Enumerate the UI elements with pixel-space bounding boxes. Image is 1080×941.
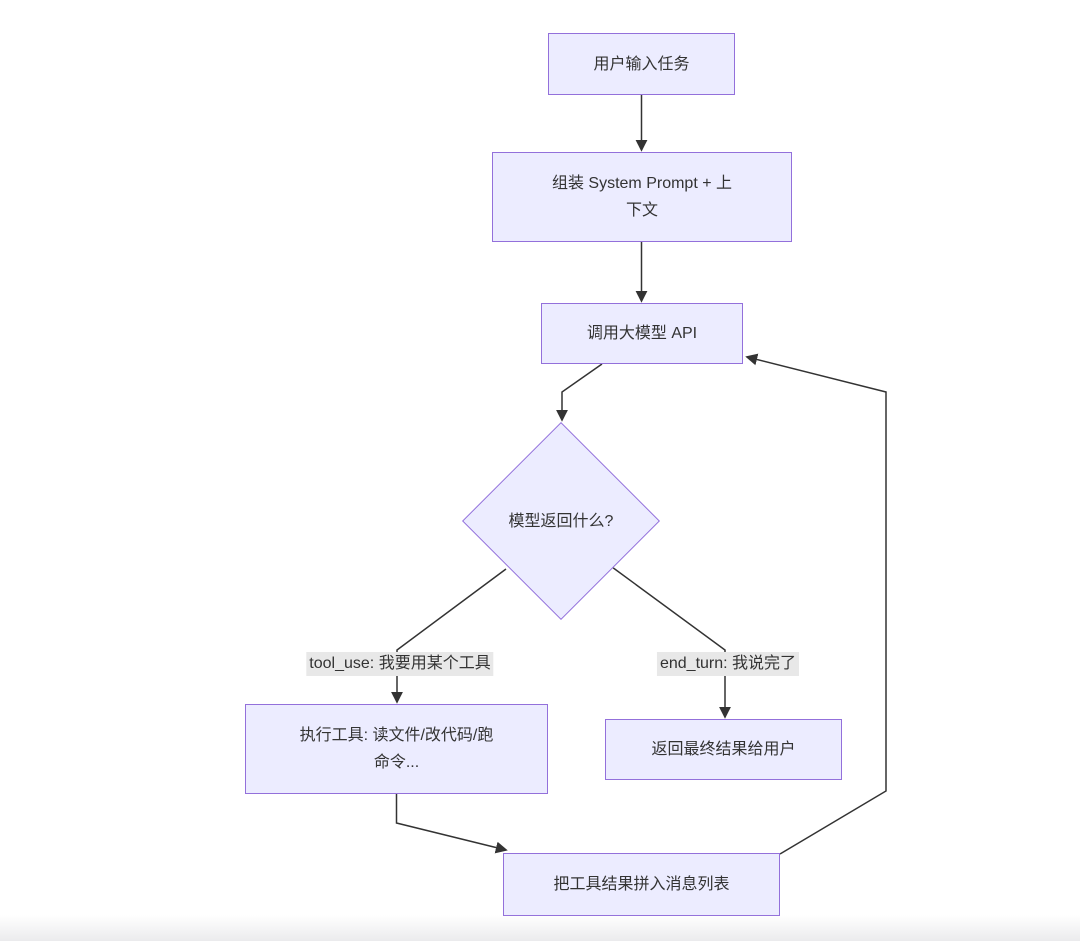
node-user-task-label: 用户输入任务 [593,55,690,73]
edge-label-tool-use: tool_use: 我要用某个工具 [306,652,494,676]
edge-execute-to-append [395,794,508,854]
node-model-decision-label: 模型返回什么? [461,508,661,535]
node-user-task: 用户输入任务 [548,33,735,95]
node-append-message-label: 把工具结果拼入消息列表 [553,876,730,893]
edge-api-to-decision [556,363,603,422]
edge-decision-to-execute [391,568,507,704]
edge-decision-to-return [611,566,731,719]
node-assemble-prompt-label-line1: 组装 System Prompt + 上 [551,175,733,192]
node-return-result-label: 返回最终结果给用户 [651,741,796,758]
edge-label-end-turn: end_turn: 我说完了 [656,652,800,676]
node-execute-tool-label-line2: 命令... [373,754,420,771]
edge-append-to-api [745,353,887,855]
node-model-decision-text: 模型返回什么? [508,513,614,530]
node-execute-tool: 执行工具: 读文件/改代码/跑 命令... [245,704,548,794]
node-return-result: 返回最终结果给用户 [605,719,842,780]
node-append-message: 把工具结果拼入消息列表 [503,853,780,916]
node-assemble-prompt: 组装 System Prompt + 上 下文 [492,152,792,242]
node-execute-tool-label-line1: 执行工具: 读文件/改代码/跑 [299,727,494,744]
node-assemble-prompt-label-line2: 下文 [625,202,658,219]
node-call-llm-api-label: 调用大模型 API [586,325,698,342]
node-call-llm-api: 调用大模型 API [541,303,743,364]
